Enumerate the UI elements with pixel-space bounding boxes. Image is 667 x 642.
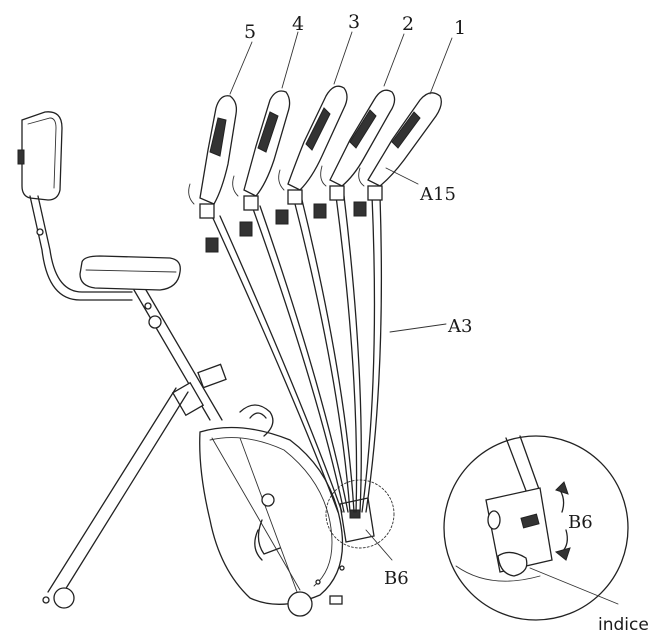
seat-frame [29,195,133,301]
part-label-a15: A15 [419,184,456,205]
position-label-3: 3 [348,11,360,33]
part-label-b6-detail: B6 [568,512,593,533]
adjust-knob-assembly [325,479,395,549]
part-label-b6: B6 [384,568,409,589]
position-label-4: 4 [292,13,304,35]
seat [79,255,181,291]
pull-bar-5 [188,95,343,513]
leader-lines [229,31,453,561]
pull-bar-3 [275,85,355,513]
pull-bar-2 [313,89,396,513]
part-label-a3: A3 [447,316,472,337]
detail-inset [443,435,629,621]
pull-bar-1 [353,92,442,513]
position-label-5: 5 [244,21,256,43]
seat-post [133,289,227,421]
pull-bar-4 [232,90,349,513]
position-label-1: 1 [454,17,466,39]
caption-indice: indice [598,615,649,635]
position-label-2: 2 [402,13,414,35]
rear-leg [42,387,189,609]
labels: 1 2 3 4 5 A15 A3 B6 B6 indice [244,11,649,635]
pull-bars [188,85,442,513]
backrest [17,111,63,201]
flywheel-housing [199,404,345,617]
